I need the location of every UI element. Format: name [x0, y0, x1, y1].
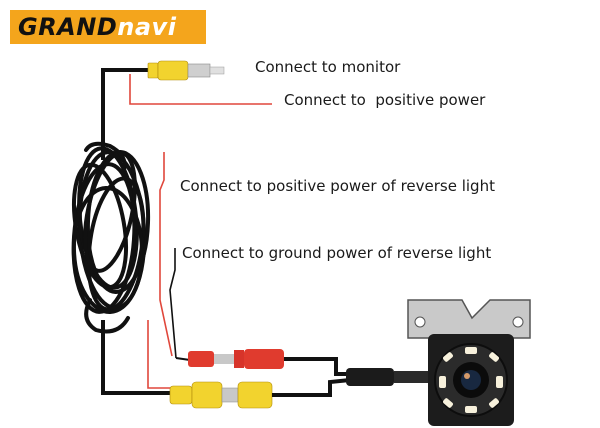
logo-text-navi: navi: [117, 13, 177, 41]
callout-monitor: Connect to monitor: [255, 58, 401, 76]
bottom-cable: [101, 320, 170, 395]
red-power-connector: [188, 349, 284, 369]
power-wire-bottom: [147, 320, 172, 389]
backup-camera: [428, 334, 514, 426]
rca-plug-monitor: [147, 60, 225, 81]
power-wire-top: [129, 74, 272, 105]
cable-junction: [346, 368, 394, 386]
monitor-cable: [101, 68, 150, 160]
callout-positive-power: Connect to positive power: [284, 91, 486, 109]
coiled-cable: [71, 141, 151, 334]
rca-plug-camera: [169, 381, 273, 409]
camera-cable: [284, 357, 350, 376]
reverse-ground-wire: [169, 248, 177, 359]
led-ring: [439, 347, 503, 413]
callout-reverse-positive: Connect to positive power of reverse lig…: [180, 177, 495, 195]
camera-bracket: [407, 299, 531, 339]
callout-reverse-ground: Connect to ground power of reverse light: [182, 244, 492, 262]
reverse-positive-wire: [159, 152, 173, 357]
logo-text-grand: GRAND: [18, 13, 118, 41]
